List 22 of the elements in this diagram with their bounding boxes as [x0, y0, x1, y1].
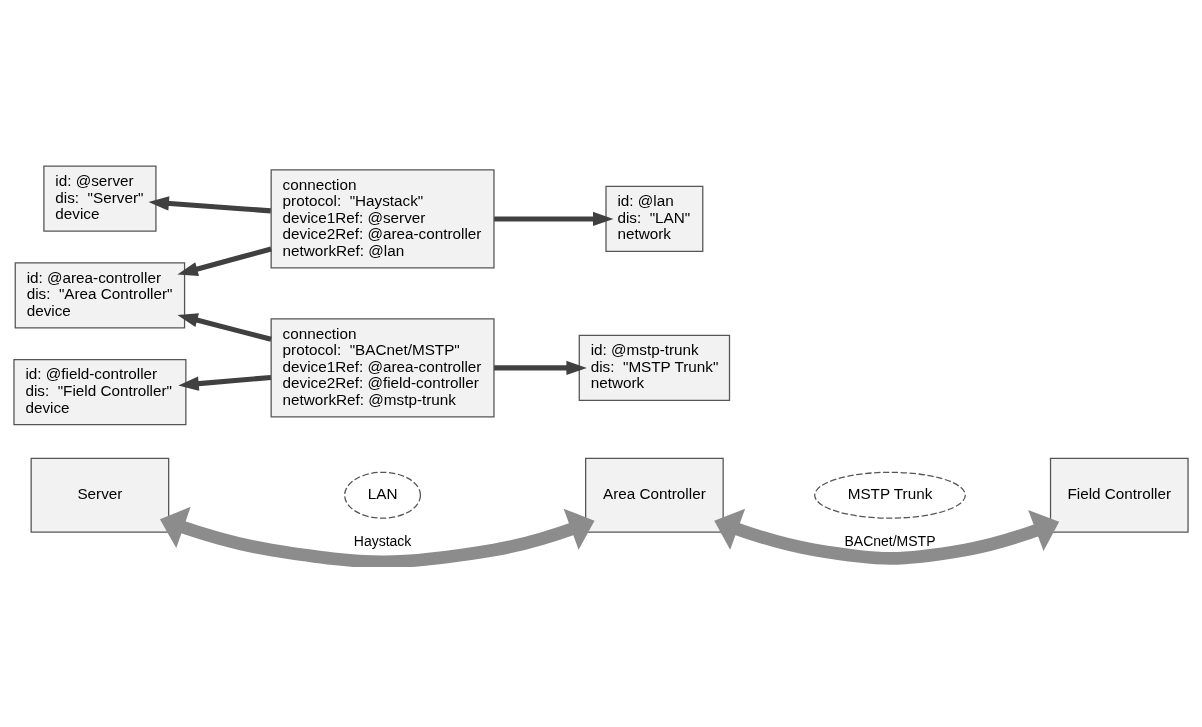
- arrow: [494, 211, 614, 226]
- node-box: id: @area-controller dis: "Area Controller" device: [14, 261, 186, 328]
- arrow: [714, 508, 1060, 565]
- node-box: Field Controller: [1049, 457, 1189, 533]
- node-box: connection protocol: "Haystack" device1Ref: @server device2Ref: @area-controller networkRef: @lan: [270, 168, 495, 269]
- arrow: [177, 312, 272, 342]
- node-box: connection protocol: "BACnet/MSTP" device1Ref: @area-controller device2Ref: @field-controller networkRef: @mstp-trunk: [270, 317, 495, 418]
- arrow: [177, 246, 272, 276]
- node-box: Server: [30, 457, 170, 533]
- arrow: [159, 506, 595, 567]
- node-ellipse: MSTP Trunk: [814, 471, 966, 519]
- node-box: Area Controller: [585, 457, 724, 533]
- edge-label: BACnet/MSTP: [844, 532, 936, 549]
- node-box: id: @lan dis: "LAN" network: [605, 185, 704, 252]
- node-box: id: @server dis: "Server" device: [43, 164, 157, 232]
- edge-label: Haystack: [353, 532, 412, 549]
- arrow: [494, 360, 587, 375]
- arrow: [148, 195, 271, 213]
- node-ellipse: LAN: [344, 471, 422, 519]
- arrow: [178, 374, 272, 391]
- node-box: id: @mstp-trunk dis: "MSTP Trunk" network: [578, 334, 731, 401]
- node-box: id: @field-controller dis: "Field Controller" device: [13, 358, 187, 425]
